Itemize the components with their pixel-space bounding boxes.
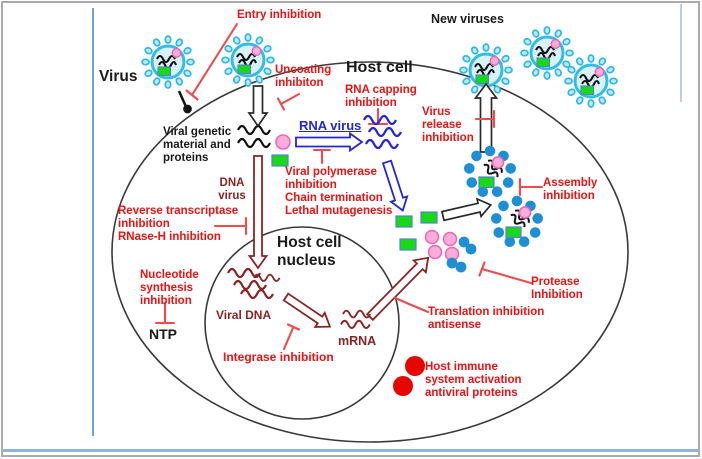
transcription-arrow-icon [282, 292, 332, 328]
virus-particle-icon [140, 34, 196, 90]
mrna-label: mRNA [338, 334, 377, 348]
rna-replication-arrow-icon [381, 159, 409, 212]
assembly-inhibition-tbar-icon [518, 177, 544, 197]
dna-virus-nuclear-arrow-icon [247, 155, 269, 270]
mrna-squiggle-icon [340, 309, 372, 329]
host-cell-membrane [111, 61, 629, 443]
capsid-protein-dots-icon [446, 236, 477, 273]
green-protein-icon [271, 154, 289, 167]
nucleotide-inhibition-tbar-icon [154, 301, 176, 325]
new-viruses-label: New viruses [431, 12, 504, 26]
uncoating-inhibition-tbar-icon [276, 92, 301, 111]
green-protein-icon [399, 238, 417, 251]
translation-inhibition-label: Translation inhibition antisense [428, 306, 545, 331]
reverse-transcriptase-inhibition-label: Reverse transcriptase inhibition RNase-H… [118, 205, 239, 243]
assembly-arrow-icon [440, 197, 493, 222]
viral-dna-squiggle-icon [226, 267, 281, 300]
new-virus-particle-icon [563, 53, 619, 109]
pink-protein-cluster-icon [424, 229, 460, 262]
integrase-inhibition-tbar-icon [282, 323, 301, 351]
protease-inhibition-tbar-icon [478, 261, 533, 285]
antiviral-protein-dots-icon [393, 356, 425, 396]
viral-genetic-material-label: Viral genetic material and proteins [163, 126, 232, 164]
uncoating-arrow-icon [247, 85, 269, 128]
assembling-capsid-icon [490, 194, 544, 248]
rna-virus-genome-squiggle-icon [362, 114, 403, 150]
receptor-pin-icon [177, 90, 192, 114]
new-virus-particle-icon [519, 25, 575, 81]
right-blue-rule [680, 4, 682, 102]
host-cell-nucleus-label: Host cell nucleus [277, 234, 342, 269]
virus-release-inhibition-label: Virus release inhibition [422, 106, 474, 144]
entry-inhibition-label: Entry inhibition [237, 9, 322, 21]
rna-virus-label: RNA virus [299, 118, 362, 133]
virus-release-inhibition-tbar-icon [474, 109, 496, 129]
polymerase-inhibition-tbar-icon [312, 148, 332, 165]
viral-dna-label: Viral DNA [216, 308, 272, 322]
green-protein-icon [420, 211, 438, 224]
rna-virus-arrow-icon [295, 131, 364, 153]
viral-genome-squiggle-icon [236, 124, 272, 149]
entry-inhibition-tbar-icon [185, 22, 239, 101]
virus-label: Virus [99, 68, 138, 85]
protease-inhibition-label: Protease Inhibition [531, 276, 583, 301]
translation-inhibition-leader-icon [393, 296, 430, 314]
rna-capping-inhibition-label: RNA capping inhibition [345, 84, 417, 109]
bottom-blue-rule [3, 449, 699, 452]
nucleotide-inhibition-label: Nucleotide synthesis inhibition [140, 269, 199, 307]
uncoating-inhibition-label: Uncoating inhibiton [275, 64, 332, 89]
dna-virus-label: DNA virus [218, 177, 246, 202]
host-cell-label: Host cell [346, 59, 413, 76]
polymerase-inhibition-label: Viral polymerase inhibition Chain termin… [285, 166, 393, 217]
pink-protein-icon [275, 134, 291, 150]
reverse-transcriptase-inhibition-tbar-icon [213, 216, 248, 236]
assembly-inhibition-label: Assembly inhibition [543, 177, 598, 202]
assembling-capsid-icon [463, 144, 517, 198]
ntp-label: NTP [149, 326, 177, 342]
nuclear-export-arrow-icon [365, 256, 430, 322]
left-blue-rule [92, 8, 94, 436]
green-protein-icon [395, 215, 413, 228]
integrase-inhibition-label: Integrase inhibition [223, 350, 334, 364]
nucleus-membrane [204, 226, 400, 420]
host-immune-activation-label: Host immune system activation antiviral … [425, 361, 522, 399]
